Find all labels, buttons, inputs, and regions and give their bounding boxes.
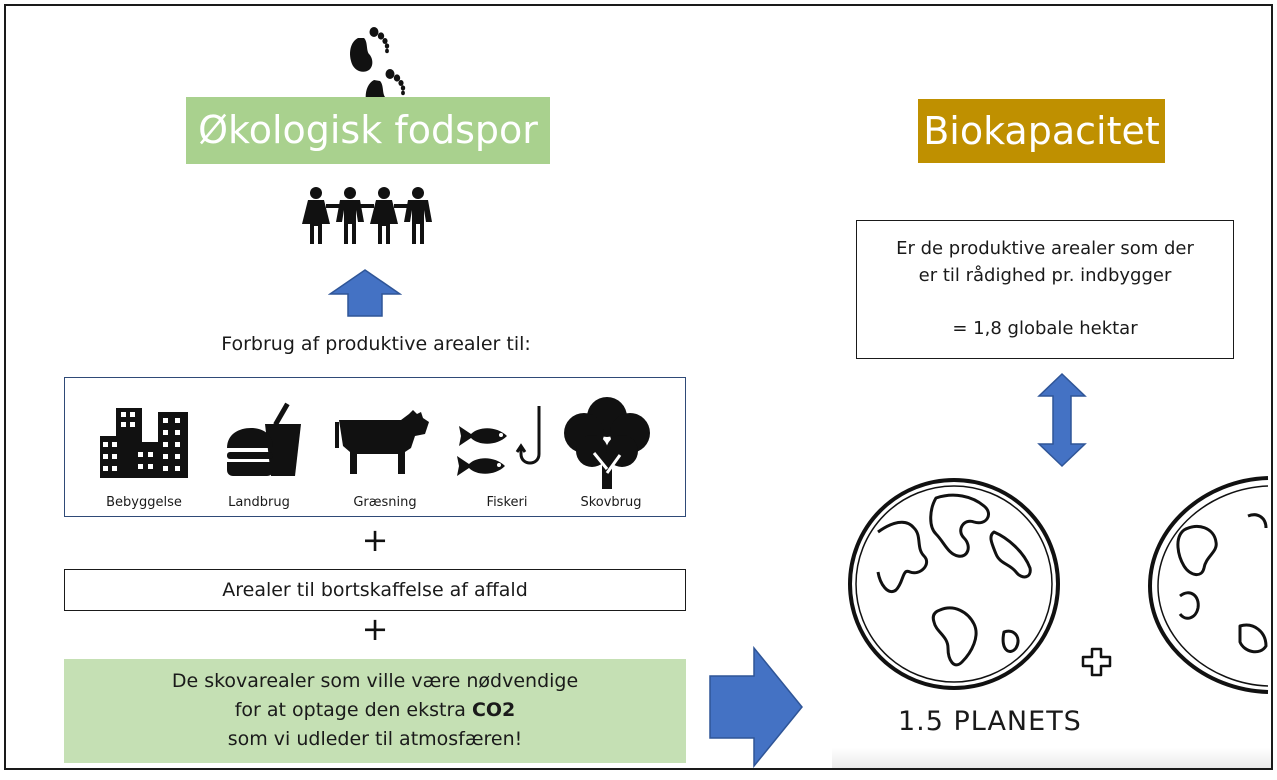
biocapacity-title: Biokapacitet	[918, 99, 1165, 163]
up-arrow-icon	[328, 269, 402, 317]
planets-label: 1.5 PLANETS	[898, 706, 1082, 737]
fastfood-icon	[227, 402, 301, 476]
co2-line-1: De skovarealer som ville være nødvendige	[171, 670, 579, 692]
co2-forest-box: De skovarealer som ville være nødvendige…	[64, 659, 686, 763]
co2-line-2-prefix: for at optage den ekstra	[234, 699, 472, 721]
buildings-icon	[100, 408, 188, 478]
category-label-landbrug: Landbrug	[228, 495, 290, 510]
co2-line-3: som vi udleder til atmosfæren!	[227, 728, 523, 750]
ecological-footprint-title: Økologisk fodspor	[186, 97, 550, 164]
co2-line-2: for at optage den ekstra CO2	[64, 696, 686, 725]
plus-sign-2: +	[361, 610, 389, 648]
waste-disposal-box: Arealer til bortskaffelse af affald	[64, 569, 686, 611]
co2-bold: CO2	[471, 699, 516, 721]
double-arrow-icon	[1037, 372, 1087, 468]
category-label-bebyggelse: Bebyggelse	[106, 495, 182, 510]
biocapacity-definition-box: Er de produktive arealer som der er til …	[856, 220, 1234, 359]
spacer	[857, 289, 1233, 315]
fish-hook-icon	[457, 406, 541, 476]
right-arrow-icon	[709, 646, 803, 768]
category-label-fiskeri: Fiskeri	[486, 495, 528, 510]
people-icon	[302, 187, 432, 244]
slide: Økologisk fodspor Biokapacitet Forbrug a…	[4, 4, 1273, 770]
plus-sign-1: +	[361, 521, 389, 559]
definition-value: = 1,8 globale hektar	[952, 318, 1138, 339]
land-use-categories-box	[64, 377, 686, 517]
plus-doodle-icon	[1081, 647, 1112, 677]
cow-icon	[335, 410, 429, 474]
globe-full-icon	[848, 478, 1060, 690]
planets-illustration-shadow	[832, 748, 1271, 768]
definition-line-1: Er de produktive arealer som der	[896, 238, 1194, 259]
category-label-skovbrug: Skovbrug	[580, 495, 642, 510]
consumption-subtitle: Forbrug af produktive arealer til:	[221, 333, 531, 355]
tree-icon	[564, 397, 650, 489]
globe-half-icon	[1147, 476, 1269, 694]
definition-line-2: er til rådighed pr. indbygger	[918, 265, 1172, 286]
category-label-graesning: Græsning	[353, 495, 417, 510]
